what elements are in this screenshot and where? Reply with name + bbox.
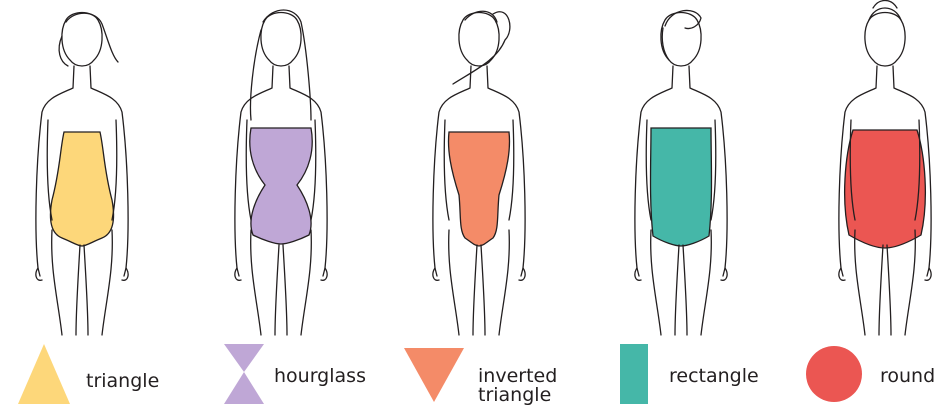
hair-line — [869, 1, 901, 21]
silhouette-line — [839, 268, 931, 280]
triangle-icon — [18, 344, 70, 404]
silhouette-line — [235, 268, 327, 280]
label-round: round — [880, 367, 935, 386]
silhouette-line — [62, 13, 102, 67]
silhouette-line — [36, 268, 128, 280]
silhouette-line — [635, 268, 727, 280]
silhouette-line — [433, 268, 525, 280]
torso-round — [845, 130, 926, 248]
figure-rectangle — [635, 10, 727, 335]
label-hourglass: hourglass — [274, 367, 366, 386]
torso-triangle — [50, 132, 113, 246]
torso-hourglass — [250, 128, 312, 244]
label-triangle: triangle — [86, 372, 159, 391]
silhouette-line — [251, 230, 312, 335]
label-inverted-triangle: inverted triangle — [478, 367, 557, 405]
legend-icon-round — [806, 346, 862, 402]
legend-icon-hourglass — [224, 344, 264, 404]
figure-hourglass — [235, 10, 327, 335]
rectangle-icon — [620, 344, 648, 404]
legend-icon-rectangle — [620, 344, 648, 404]
figure-round — [839, 1, 931, 336]
legend-icon-inverted-triangle — [404, 348, 464, 402]
figure-triangle — [36, 13, 128, 336]
legend-icon-triangle — [18, 344, 70, 404]
torso-inverted-triangle — [448, 132, 509, 246]
label-rectangle: rectangle — [669, 367, 759, 386]
silhouette-line — [261, 13, 301, 67]
hair-line — [250, 10, 311, 120]
circle-icon — [806, 346, 862, 402]
torso-rectangle — [651, 128, 712, 246]
hourglass-icon — [224, 344, 264, 404]
silhouette-line — [865, 13, 905, 67]
figure-inverted-triangle — [433, 11, 525, 335]
inverted-triangle-icon — [404, 348, 464, 402]
